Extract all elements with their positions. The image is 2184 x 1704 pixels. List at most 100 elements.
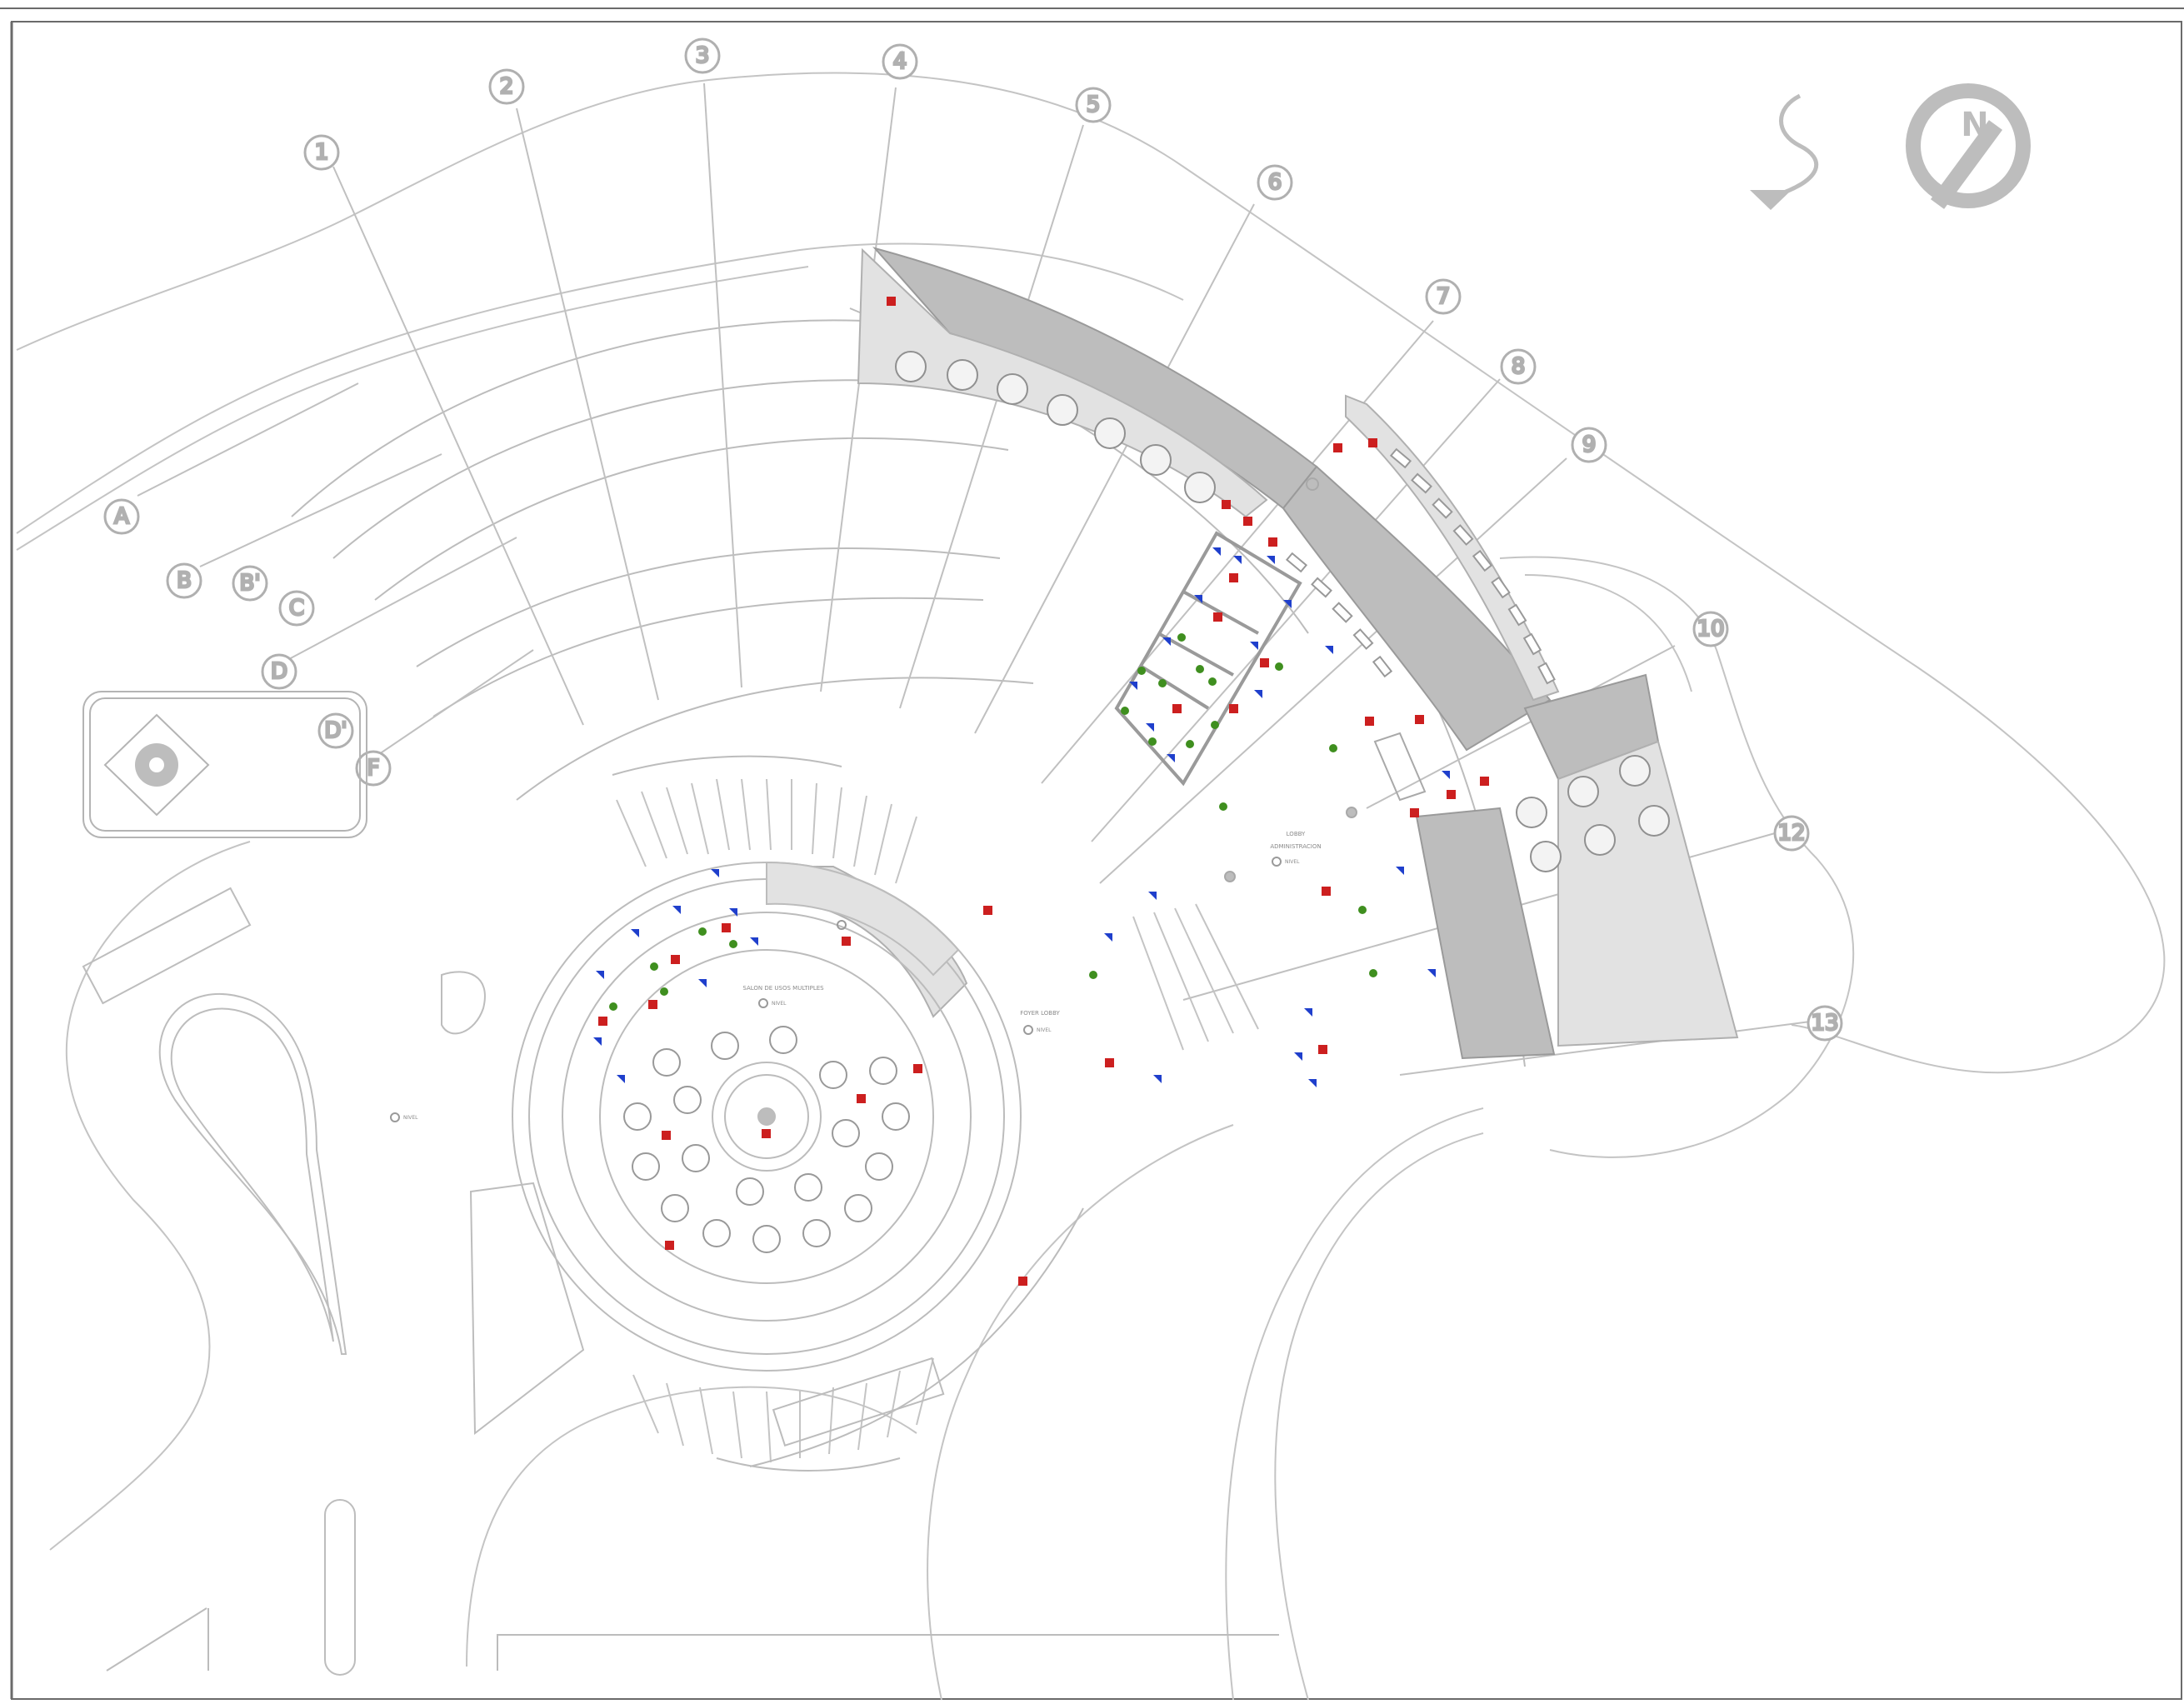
extinguisher-icon: [1368, 438, 1377, 447]
grid-label-D: D: [271, 659, 287, 684]
first-aid-icon: [1329, 744, 1337, 752]
grid-bubble-B-prime: B': [232, 565, 268, 602]
exit-sign-icon: [1148, 892, 1157, 900]
extinguisher-icon: [1480, 777, 1489, 786]
extinguisher-icon: [648, 1000, 657, 1009]
exit-sign-icon: [1104, 933, 1112, 942]
first-aid-icon: [1211, 721, 1219, 729]
table-icon: [632, 1152, 660, 1181]
first-aid-icon: [1186, 740, 1194, 748]
exit-sign-icon: [617, 1075, 625, 1083]
label-lobby: LOBBY: [1287, 831, 1306, 837]
umbrella-icon: [1516, 797, 1547, 828]
exit-sign-icon: [593, 1037, 602, 1046]
grid-label-B-prime: B': [240, 571, 261, 596]
extinguisher-icon: [1018, 1277, 1027, 1286]
grid-bubble-D: D: [261, 653, 297, 690]
extinguisher-icon: [1322, 887, 1331, 896]
umbrella-icon: [1619, 755, 1651, 787]
grid-lines: [137, 82, 1817, 1076]
grid-bubble-4: 4: [882, 43, 918, 80]
first-aid-icon: [1219, 802, 1227, 811]
table-icon: [752, 1225, 781, 1253]
table-icon: [832, 1119, 860, 1147]
grid-bubble-7: 7: [1425, 278, 1462, 315]
extinguisher-icon: [1410, 808, 1419, 817]
grid-label-B: B: [177, 568, 192, 593]
extinguisher-icon: [1172, 704, 1182, 713]
first-aid-icon: [1177, 633, 1186, 642]
nivel-label: NIVEL: [772, 1001, 787, 1007]
exit-sign-icon: [1294, 1052, 1302, 1061]
umbrella-icon: [1567, 776, 1599, 807]
exit-sign-icon: [1250, 642, 1258, 650]
umbrella-icon: [1638, 805, 1670, 837]
banquet-tables: [623, 1026, 910, 1253]
red-symbols: [598, 297, 1489, 1286]
grid-label-F: F: [367, 756, 380, 781]
grid-label-C: C: [289, 596, 304, 621]
level-marker-labels: NIVEL NIVEL NIVEL NIVEL: [403, 859, 1300, 1121]
umbrella-icon: [1530, 841, 1562, 872]
table-icon: [769, 1026, 797, 1054]
table-icon: [865, 1152, 893, 1181]
extinguisher-icon: [1229, 573, 1238, 582]
grid-bubble-F: F: [355, 750, 392, 787]
extinguisher-icon: [1333, 443, 1342, 452]
first-aid-icon: [660, 987, 668, 996]
compass-n-icon: N: [1906, 83, 2031, 209]
exit-sign-icon: [750, 937, 758, 946]
grid-label-2: 2: [500, 74, 514, 99]
exit-sign-icon: [1267, 556, 1275, 564]
extinguisher-icon: [1268, 537, 1277, 547]
umbrella-icon: [1094, 417, 1126, 449]
umbrella-icon: [1184, 472, 1216, 503]
exit-sign-icon: [1304, 1008, 1312, 1017]
extinguisher-icon: [762, 1129, 771, 1138]
grid-label-A: A: [114, 504, 129, 529]
extinguisher-icon: [983, 906, 992, 915]
extinguisher-icon: [671, 955, 680, 964]
exit-sign-icon: [1325, 646, 1333, 654]
nivel-label: NIVEL: [403, 1115, 418, 1121]
table-icon: [682, 1144, 710, 1172]
table-icon: [623, 1102, 652, 1131]
exit-sign-icon: [1283, 600, 1292, 608]
nivel-label: NIVEL: [1285, 859, 1300, 865]
extinguisher-icon: [887, 297, 896, 306]
table-icon: [802, 1219, 831, 1247]
grid-bubble-8: 8: [1500, 348, 1537, 385]
table-icon: [711, 1032, 739, 1060]
helipad: [82, 691, 367, 838]
green-symbols: [609, 633, 1377, 1011]
grid-label-6: 6: [1268, 170, 1282, 195]
level-markers: [390, 857, 1282, 1122]
table-icon: [652, 1048, 681, 1077]
first-aid-icon: [729, 940, 737, 948]
grid-label-1: 1: [315, 140, 329, 165]
exit-sign-icon: [711, 869, 719, 877]
extinguisher-icon: [1222, 500, 1231, 509]
extinguisher-icon: [857, 1094, 866, 1103]
table-icon: [736, 1177, 764, 1206]
first-aid-icon: [698, 927, 707, 936]
first-aid-icon: [609, 1002, 617, 1011]
stair-fans: [616, 778, 1259, 1463]
driveway-loop: [82, 887, 585, 1676]
bus-bay: [749, 1207, 1084, 1467]
grid-label-10: 10: [1697, 617, 1724, 642]
grid-bubbles-numbered: 1 2 3 4 5 6 7 8 9 10 12 13: [303, 37, 1843, 1042]
first-aid-icon: [1121, 707, 1129, 715]
compass-letter: N: [1961, 106, 1988, 144]
table-icon: [673, 1086, 702, 1114]
extinguisher-icon: [913, 1064, 922, 1073]
grid-label-8: 8: [1512, 354, 1526, 379]
table-icon: [819, 1061, 847, 1089]
exit-sign-icon: [1254, 690, 1262, 698]
fire-stairs: [1224, 477, 1427, 882]
grid-label-9: 9: [1582, 432, 1597, 457]
label-foyer: FOYER LOBBY: [1020, 1010, 1060, 1017]
grid-label-12: 12: [1777, 821, 1805, 846]
grid-bubble-12: 12: [1773, 815, 1810, 852]
